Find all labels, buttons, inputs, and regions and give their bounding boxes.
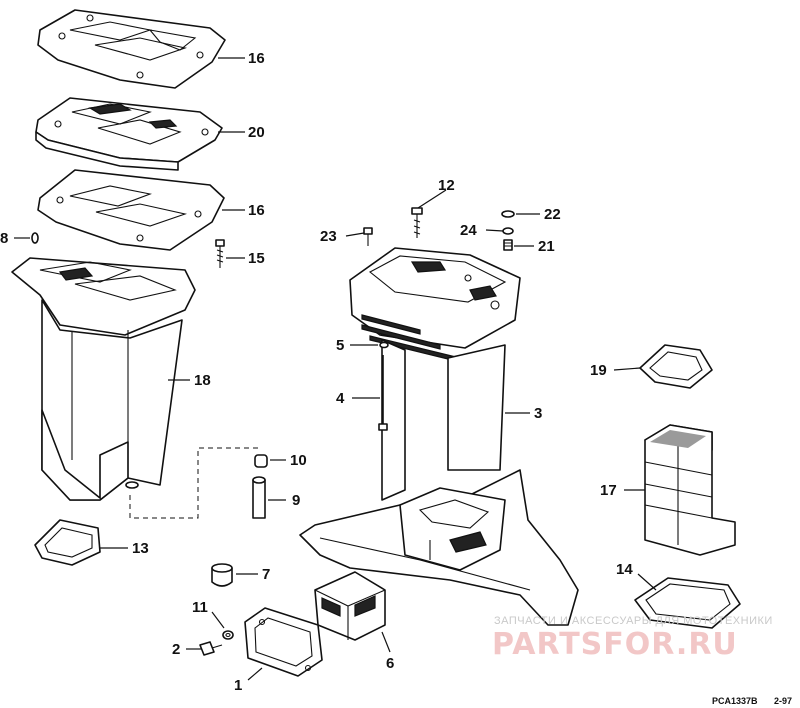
callout-7: 7 <box>262 566 270 583</box>
callout-5: 5 <box>336 337 344 354</box>
callout-3: 3 <box>534 405 542 422</box>
part-21-spring <box>503 239 513 251</box>
part-13-seal <box>34 519 101 566</box>
part-14-seal <box>634 577 741 629</box>
assembly-route-line <box>129 447 260 519</box>
callout-23: 23 <box>320 228 337 245</box>
part-2-screw <box>199 641 223 656</box>
part-20-adapter-plate <box>35 97 223 171</box>
part-23-screw <box>363 227 373 246</box>
figure-code: PCA1337B <box>712 696 758 706</box>
callout-1: 1 <box>234 677 242 694</box>
callout-17: 17 <box>600 482 617 499</box>
part-16-gasket-top <box>37 9 226 89</box>
part-5-washer <box>379 341 389 349</box>
callout-4: 4 <box>336 390 345 407</box>
callout-2: 2 <box>172 641 180 658</box>
part-17-exhaust-tube <box>644 424 736 556</box>
watermark-tagline: ЗАПЧАСТИ И АКСЕССУАРЫ ДЛЯ МОТОТЕХНИКИ <box>494 615 773 627</box>
part-24-washer <box>502 227 514 235</box>
callout-13: 13 <box>132 540 149 557</box>
callout-9: 9 <box>292 492 300 509</box>
callout-11: 11 <box>192 599 208 616</box>
part-16-gasket-lower <box>37 169 225 251</box>
part-4-bolt <box>378 355 388 431</box>
part-19-seal <box>639 344 713 389</box>
callout-6: 6 <box>386 655 394 672</box>
callout-12: 12 <box>438 177 455 194</box>
callout-10: 10 <box>290 452 307 469</box>
part-15-screw <box>215 239 225 268</box>
part-3-midsection-housing <box>299 247 579 626</box>
callout-15: 15 <box>248 250 265 267</box>
callout-19: 19 <box>590 362 607 379</box>
callout-20: 20 <box>248 124 265 141</box>
part-9-tube <box>252 476 266 519</box>
part-7-bumper <box>211 563 233 587</box>
callout-14: 14 <box>616 561 633 578</box>
part-1-cover <box>244 607 323 677</box>
callout-8: 8 <box>0 230 8 247</box>
part-10-grommet <box>254 454 268 468</box>
figure-page: 2-97 <box>774 696 792 706</box>
part-11-washer <box>222 630 234 640</box>
part-18-exhaust-housing <box>11 257 196 501</box>
callout-21: 21 <box>538 238 555 255</box>
callout-16-lower: 16 <box>248 202 265 219</box>
callout-labels: 16 20 16 15 8 18 10 9 13 7 12 23 22 24 2… <box>0 50 633 694</box>
watermark: ЗАПЧАСТИ И АКСЕССУАРЫ ДЛЯ МОТОТЕХНИКИ PA… <box>492 615 773 662</box>
callout-16-top: 16 <box>248 50 265 67</box>
leader-lines <box>14 57 657 681</box>
callout-18: 18 <box>194 372 211 389</box>
callout-24: 24 <box>460 222 477 239</box>
part-12-screw <box>411 207 423 238</box>
callout-22: 22 <box>544 206 561 223</box>
part-8-pin <box>31 232 39 244</box>
part-6-block <box>314 571 386 641</box>
watermark-brand: PARTSFOR.RU <box>492 627 738 662</box>
part-22-washer <box>501 210 515 218</box>
figure-footer: PCA1337B 2-97 <box>712 696 792 706</box>
